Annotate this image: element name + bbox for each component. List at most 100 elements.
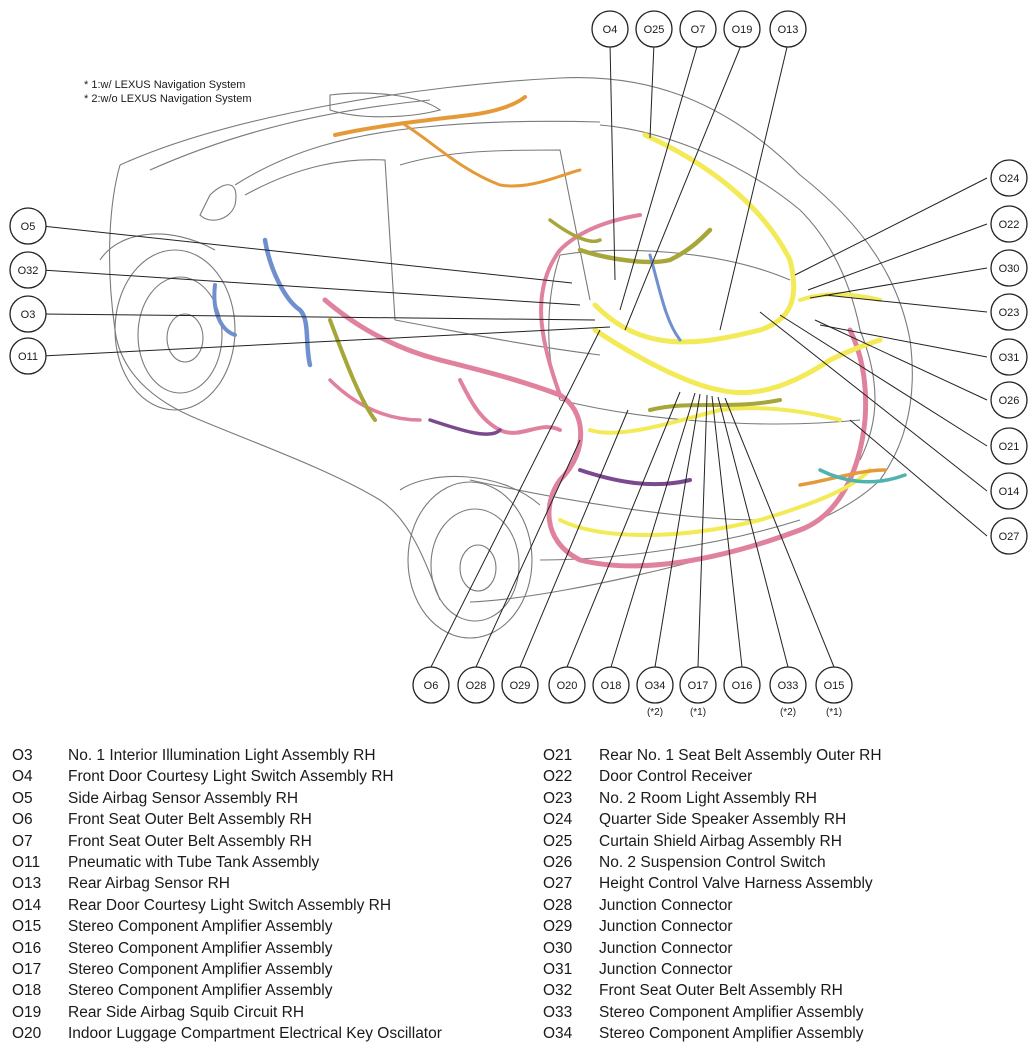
callout-label: O13 (778, 24, 799, 36)
callout-note-o34: (*2) (647, 707, 663, 718)
callout-label: O27 (999, 531, 1020, 543)
legend-code: O6 (12, 811, 33, 829)
legend-code: O3 (12, 747, 33, 764)
callout-o28: O28 (457, 666, 495, 704)
legend-row-o27: O27 Height Control Valve Harness Assembly (543, 873, 882, 894)
legend-row-o34: O34 Stereo Component Amplifier Assembly (543, 1023, 882, 1044)
callout-label: O19 (732, 24, 753, 36)
note-1: * 1:w/ LEXUS Navigation System (84, 79, 246, 91)
callout-circle (723, 10, 761, 48)
callout-circle (457, 666, 495, 704)
legend-label: No. 2 Room Light Assembly RH (599, 789, 817, 807)
legend-code: O23 (543, 789, 573, 807)
harness-pink-upper (539, 213, 642, 397)
legend-code: O27 (543, 875, 573, 893)
callout-label: O32 (18, 265, 39, 277)
leader-lines (41, 42, 988, 668)
harness-yellow-bottom (558, 468, 872, 537)
callout-circle (635, 10, 673, 48)
callout-o27: O27 (990, 517, 1028, 555)
callout-label: O3 (21, 309, 36, 321)
legend-label: Front Door Courtesy Light Switch Assembl… (68, 768, 394, 786)
callout-label: O5 (21, 221, 36, 233)
legend-code: O18 (12, 982, 42, 1000)
legend-code: O14 (12, 896, 42, 914)
legend-row-o26: O26 No. 2 Suspension Control Switch (543, 852, 882, 873)
legend-code: O26 (543, 853, 573, 871)
harness-olive-4 (548, 218, 602, 243)
callout-label: O28 (466, 680, 487, 692)
legend-label: Height Control Valve Harness Assembly (599, 875, 873, 893)
callout-circle (769, 666, 807, 704)
callout-o24: O24 (990, 159, 1028, 197)
legend-code: O4 (12, 768, 33, 786)
legend-code: O22 (543, 768, 573, 786)
callout-circle (723, 666, 761, 704)
callout-label: O21 (999, 441, 1020, 453)
legend-label: Pneumatic with Tube Tank Assembly (68, 853, 320, 871)
legend-label: Stereo Component Amplifier Assembly (68, 918, 333, 936)
legend-code: O28 (543, 896, 573, 914)
callout-o25: O25 (635, 10, 673, 48)
callout-note-o15: (*1) (826, 707, 842, 718)
callout-o26: O26 (990, 381, 1028, 419)
harness-yellow-main (592, 132, 797, 345)
legend-code: O31 (543, 960, 573, 978)
callout-circle (679, 10, 717, 48)
legend-code: O19 (12, 1003, 42, 1021)
callout-label: O14 (999, 486, 1020, 498)
legend-code: O34 (543, 1025, 573, 1043)
callout-circle (548, 666, 586, 704)
legend-label: Rear Airbag Sensor RH (68, 875, 230, 893)
callout-o33: O33 (769, 666, 807, 704)
legend-label: Curtain Shield Airbag Assembly RH (599, 832, 842, 850)
harness-olive-3 (648, 398, 782, 412)
callout-circle (990, 517, 1028, 555)
harness-orange-roof-2 (403, 123, 582, 188)
callout-o14: O14 (990, 472, 1028, 510)
callout-o11: O11 (9, 337, 47, 375)
callout-o15: O15 (815, 666, 853, 704)
legend-label: Front Seat Outer Belt Assembly RH (68, 832, 312, 850)
callout-circle (990, 249, 1028, 287)
callout-o13: O13 (769, 10, 807, 48)
legend-label: Rear No. 1 Seat Belt Assembly Outer RH (599, 747, 882, 764)
callout-o34: O34 (636, 666, 674, 704)
legend-code: O16 (12, 939, 42, 957)
legend-label: Quarter Side Speaker Assembly RH (599, 811, 847, 829)
callout-circle (9, 337, 47, 375)
callout-circle (636, 666, 674, 704)
callout-label: O4 (603, 24, 618, 36)
legend-label: No. 2 Suspension Control Switch (599, 853, 826, 871)
legend-label: Stereo Component Amplifier Assembly (599, 1025, 864, 1043)
callout-circle (591, 10, 629, 48)
legend-label: Stereo Component Amplifier Assembly (68, 939, 333, 957)
callout-o5: O5 (9, 207, 47, 245)
harness-blue (262, 237, 313, 368)
callout-circle (412, 666, 450, 704)
callout-circle (990, 338, 1028, 376)
legend-left-column: O3 No. 1 Interior Illumination Light Asse… (12, 745, 442, 1044)
harness-teal (818, 468, 907, 484)
callout-note-o33: (*2) (780, 707, 796, 718)
harness-yellow-rear (592, 327, 883, 396)
harness-pink-main (322, 297, 869, 569)
wheels (99, 233, 541, 639)
legend-code: O7 (12, 832, 33, 850)
callout-circle (990, 205, 1028, 243)
legend-label: Junction Connector (599, 918, 733, 936)
wire-harnesses (212, 95, 907, 569)
legend-label: No. 1 Interior Illumination Light Assemb… (68, 747, 376, 764)
callout-o18: O18 (592, 666, 630, 704)
